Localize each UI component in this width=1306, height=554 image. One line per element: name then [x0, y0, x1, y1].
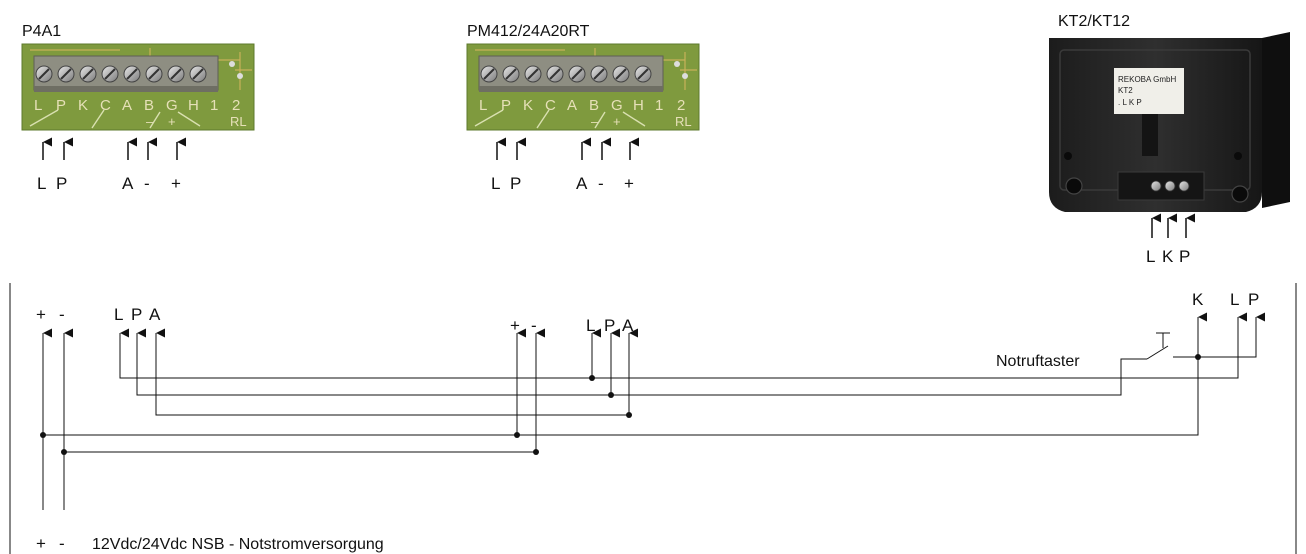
svg-text:RL: RL [230, 114, 247, 129]
device-kt2: KT2/KT12 REKOBA GmbH KT2 . L K P [1049, 13, 1290, 266]
svg-text:KT2: KT2 [1118, 86, 1133, 95]
device-p4a1: P4A1 L P K C [21, 23, 255, 193]
svg-text:A: A [122, 174, 134, 193]
svg-text:RL: RL [675, 114, 692, 129]
svg-text:K: K [1192, 290, 1204, 309]
svg-text:A: A [576, 174, 588, 193]
supply-lines [42, 328, 73, 510]
svg-text:1: 1 [655, 97, 663, 114]
pm412-terminal-screws [480, 65, 652, 83]
svg-text:-: - [144, 174, 150, 193]
kt-schematic-connectors [1146, 312, 1265, 360]
svg-text:–: – [146, 114, 154, 129]
svg-text:+: + [36, 534, 46, 553]
pm412-board-photo: L P K C A B G H 1 2 – + RL [466, 43, 700, 131]
svg-text:P: P [604, 316, 615, 335]
svg-text:+: + [168, 114, 176, 129]
p4a1-terminal-labels: L P A - + [37, 174, 181, 193]
p4a1-terminal-arrows [42, 137, 186, 160]
svg-text:L: L [491, 174, 500, 193]
svg-text:K: K [78, 97, 88, 114]
svg-text:+: + [171, 174, 181, 193]
pm412-terminal-arrows [496, 137, 639, 160]
kt2-housing-photo: REKOBA GmbH KT2 . L K P [1049, 32, 1290, 212]
kt2-title: KT2/KT12 [1058, 13, 1130, 30]
svg-text:A: A [567, 97, 577, 114]
svg-text:C: C [545, 97, 556, 114]
switch-contact [1146, 345, 1169, 360]
svg-text:H: H [633, 97, 644, 114]
svg-text:G: G [166, 97, 178, 114]
svg-text:A: A [149, 305, 161, 324]
schematic-labels: + - L P A + - L P A K L P Notruftaster +… [36, 290, 1259, 553]
svg-text:L: L [1230, 290, 1239, 309]
schematic: + - L P A + - L P A K L P Notruftaster +… [9, 283, 1297, 554]
kt2-sticker [1114, 68, 1184, 114]
svg-text:C: C [100, 97, 111, 114]
svg-text:P: P [510, 174, 521, 193]
pm412-title: PM412/24A20RT [467, 23, 590, 40]
svg-text:-: - [598, 174, 604, 193]
supply-label: 12Vdc/24Vdc NSB - Notstromversorgung [92, 536, 384, 553]
svg-text:+: + [613, 114, 621, 129]
svg-text:-: - [59, 534, 65, 553]
svg-text:K: K [1162, 247, 1174, 266]
p4a1-schematic-connectors [119, 312, 1247, 416]
svg-text:2: 2 [232, 97, 240, 114]
svg-text:–: – [591, 114, 599, 129]
supply-buses [43, 312, 1207, 453]
svg-text:L: L [114, 305, 123, 324]
svg-text:P: P [501, 97, 511, 114]
svg-text:P: P [1248, 290, 1259, 309]
notruftaster-label: Notruftaster [996, 353, 1080, 370]
svg-text:L: L [479, 97, 487, 114]
p4a1-board-photo: L P K C A B G H 1 2 – + RL [21, 43, 255, 131]
p4a1-board-letters: L P K C A B G H 1 2 – + RL [34, 97, 247, 129]
svg-text:+: + [624, 174, 634, 193]
pm412-terminal-labels: L P A - + [491, 174, 634, 193]
svg-text:B: B [144, 97, 154, 114]
svg-text:G: G [611, 97, 623, 114]
svg-text:L: L [34, 97, 42, 114]
pm412-schematic-connectors [516, 328, 638, 452]
p4a1-terminal-screws [35, 65, 207, 83]
kt2-sticker-text: REKOBA GmbH KT2 . L K P [1118, 75, 1176, 107]
svg-text:REKOBA GmbH: REKOBA GmbH [1118, 75, 1176, 84]
svg-text:. L K P: . L K P [1118, 98, 1142, 107]
svg-text:1: 1 [210, 97, 218, 114]
svg-text:L: L [1146, 247, 1155, 266]
kt2-terminal-arrows [1151, 213, 1195, 238]
svg-text:A: A [122, 97, 132, 114]
svg-text:P: P [56, 97, 66, 114]
kt2-terminal-labels: L K P [1146, 247, 1190, 266]
junction-dots [40, 354, 1201, 455]
svg-text:2: 2 [677, 97, 685, 114]
svg-text:B: B [589, 97, 599, 114]
p4a1-title: P4A1 [22, 23, 61, 40]
svg-text:K: K [523, 97, 533, 114]
svg-text:H: H [188, 97, 199, 114]
svg-text:P: P [131, 305, 142, 324]
svg-text:L: L [586, 316, 595, 335]
device-pm412: PM412/24A20RT L P K C [466, 23, 700, 193]
svg-text:A: A [622, 316, 634, 335]
svg-text:P: P [56, 174, 67, 193]
svg-text:+: + [510, 316, 520, 335]
svg-text:+: + [36, 305, 46, 324]
svg-text:-: - [59, 305, 65, 324]
svg-text:-: - [531, 316, 537, 335]
svg-text:P: P [1179, 247, 1190, 266]
svg-text:L: L [37, 174, 46, 193]
pm412-board-letters: L P K C A B G H 1 2 – + RL [479, 97, 692, 129]
